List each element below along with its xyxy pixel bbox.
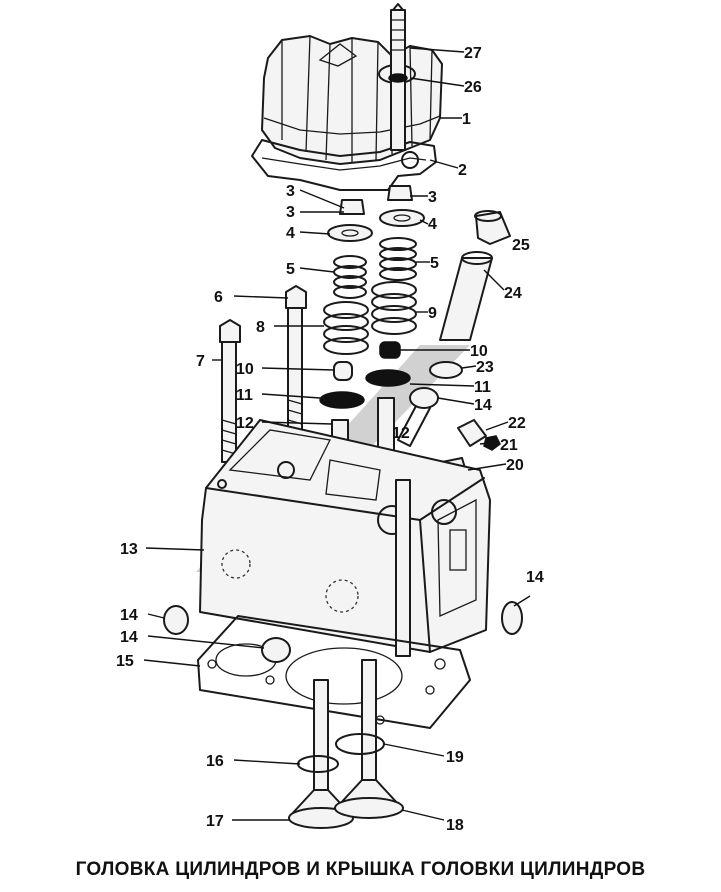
callout-27: 27 xyxy=(464,45,482,62)
cylinder-head-cover xyxy=(261,35,443,165)
callout-5-a: 5 xyxy=(286,261,295,278)
plug-22 xyxy=(457,419,487,447)
callout-25: 25 xyxy=(512,237,530,254)
valve-18 xyxy=(334,659,404,819)
callout-10-b: 10 xyxy=(470,343,488,360)
callout-3-a: 3 xyxy=(286,183,295,200)
core-plug-14-left xyxy=(163,605,189,635)
callout-15: 15 xyxy=(116,653,134,670)
callout-3-c: 3 xyxy=(428,189,437,206)
callout-23: 23 xyxy=(476,359,494,376)
callout-11-a: 11 xyxy=(236,387,253,404)
exploded-diagram: 1 2 3 3 3 4 4 5 5 6 7 8 9 10 10 11 11 12… xyxy=(116,3,544,834)
cap-25 xyxy=(474,210,511,245)
callout-14-b: 14 xyxy=(526,569,544,586)
callout-26: 26 xyxy=(464,79,482,96)
callout-3-b: 3 xyxy=(286,204,295,221)
callout-5-b: 5 xyxy=(430,255,439,272)
injector-sleeve-24 xyxy=(439,251,493,341)
callout-8: 8 xyxy=(256,319,265,336)
callout-6: 6 xyxy=(214,289,223,306)
callout-9: 9 xyxy=(428,305,437,322)
callout-18: 18 xyxy=(446,817,464,834)
callout-2: 2 xyxy=(458,162,467,179)
injector-14-upper xyxy=(397,387,439,447)
seal-ring-23 xyxy=(429,361,463,379)
callout-20: 20 xyxy=(506,457,524,474)
callout-17: 17 xyxy=(206,813,224,830)
callout-21: 21 xyxy=(500,437,518,454)
callout-4-a: 4 xyxy=(286,225,295,242)
washer-26 xyxy=(388,73,408,83)
diagram-caption: ГОЛОВКА ЦИЛИНДРОВ И КРЫШКА ГОЛОВКИ ЦИЛИН… xyxy=(75,859,646,880)
core-plug-14-right xyxy=(501,601,523,635)
callout-19: 19 xyxy=(446,749,464,766)
callout-4-b: 4 xyxy=(428,216,437,233)
callout-13: 13 xyxy=(120,541,138,558)
core-plug-14-mid xyxy=(261,637,291,663)
callout-1: 1 xyxy=(462,111,471,128)
callout-labels: 1 2 3 3 3 4 4 5 5 6 7 8 9 10 10 11 11 12… xyxy=(116,45,544,834)
callout-22: 22 xyxy=(508,415,526,432)
callout-14-d: 14 xyxy=(120,629,138,646)
callout-14-a: 14 xyxy=(474,397,492,414)
callout-24: 24 xyxy=(504,285,522,302)
leader-lines xyxy=(143,47,531,821)
callout-12-a: 12 xyxy=(236,415,254,432)
callout-14-c: 14 xyxy=(120,607,138,624)
bolt-6 xyxy=(285,285,307,449)
cylinder-head-block xyxy=(199,419,491,657)
callout-16: 16 xyxy=(206,753,224,770)
callout-12-b: 12 xyxy=(392,425,410,442)
callout-10-a: 10 xyxy=(236,361,254,378)
callout-11-b: 11 xyxy=(474,379,491,396)
callout-7: 7 xyxy=(196,353,205,370)
